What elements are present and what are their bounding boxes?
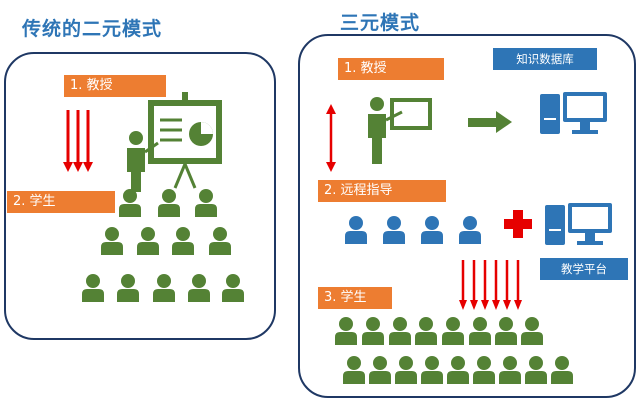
right-teach-label: 1. 教授 — [338, 58, 444, 80]
knowledge-database-label: 知识数据库 — [493, 48, 597, 70]
traditional-model-title: 传统的二元模式 — [22, 18, 163, 40]
left-student-label: 2. 学生 — [7, 191, 115, 213]
right-double-arrow — [326, 104, 336, 172]
right-student-label: 3. 学生 — [318, 287, 392, 309]
ternary-model-title: 三元模式 — [340, 12, 421, 34]
left-teacher-icon — [127, 131, 159, 192]
computer-icon-bottom — [545, 203, 612, 245]
left-down-arrows — [63, 110, 93, 172]
right-down-arrows — [459, 260, 522, 310]
teaching-platform-label: 教学平台 — [540, 258, 628, 280]
right-teacher-icon — [368, 97, 403, 164]
left-teach-label: 1. 教授 — [64, 75, 166, 97]
remote-tutor-crowd — [345, 216, 481, 244]
right-green-arrow — [468, 111, 512, 133]
right-remote-label: 2. 远程指导 — [318, 180, 446, 202]
right-student-crowd — [335, 317, 573, 384]
computer-icon-top — [540, 92, 607, 134]
left-presentation-board — [148, 92, 222, 189]
red-plus-icon — [504, 210, 532, 238]
